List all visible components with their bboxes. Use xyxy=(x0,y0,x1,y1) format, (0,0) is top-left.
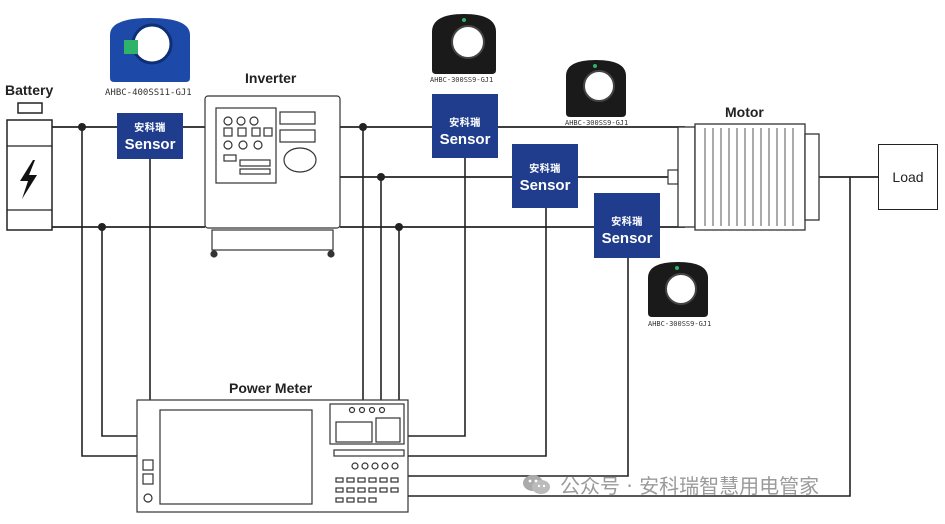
battery-icon xyxy=(6,102,53,231)
watermark-text: 公众号 · 安科瑞智慧用电管家 xyxy=(560,474,820,498)
black-current-sensor-icon xyxy=(432,14,496,74)
sensor-model-label: AHBC-300SS9-GJ1 xyxy=(648,320,712,328)
sensor-brand: 安科瑞 xyxy=(611,217,643,228)
blue-current-sensor-icon xyxy=(110,18,190,82)
inverter-icon xyxy=(204,95,341,258)
sensor-model-label: AHBC-300SS9-GJ1 xyxy=(565,119,629,127)
sensor-model-label: AHBC-400SS11-GJ1 xyxy=(105,88,192,98)
sensor-model-label: AHBC-300SS9-GJ1 xyxy=(430,76,494,84)
black-current-sensor-icon xyxy=(566,60,626,117)
battery-label: Battery xyxy=(5,82,54,98)
watermark: 公众号 · 安科瑞智慧用电管家 xyxy=(522,470,819,499)
load-label: Load xyxy=(892,169,924,185)
load-box: Load xyxy=(878,144,938,210)
power-meter-label: Power Meter xyxy=(229,380,313,396)
sensor-box-3: 安科瑞 Sensor xyxy=(512,144,578,208)
sensor-word: Sensor xyxy=(439,131,491,148)
black-current-sensor-icon xyxy=(648,262,708,317)
sensor-brand: 安科瑞 xyxy=(529,164,561,175)
sensor-word: Sensor xyxy=(519,177,571,194)
motor-label: Motor xyxy=(725,104,764,120)
inverter-label: Inverter xyxy=(245,70,297,86)
sensor-box-2: 安科瑞 Sensor xyxy=(432,94,498,158)
sensor-word: Sensor xyxy=(124,136,176,153)
sensor-brand: 安科瑞 xyxy=(449,118,481,129)
sensor-brand: 安科瑞 xyxy=(134,123,166,134)
sensor-word: Sensor xyxy=(601,230,653,247)
sensor-box-4: 安科瑞 Sensor xyxy=(594,193,660,258)
wechat-icon xyxy=(523,474,550,494)
motor-icon xyxy=(667,123,820,231)
power-meter-icon xyxy=(136,399,409,513)
meter-wires xyxy=(81,127,851,497)
junction-dots xyxy=(78,123,403,231)
sensor-box-1: 安科瑞 Sensor xyxy=(117,113,183,159)
